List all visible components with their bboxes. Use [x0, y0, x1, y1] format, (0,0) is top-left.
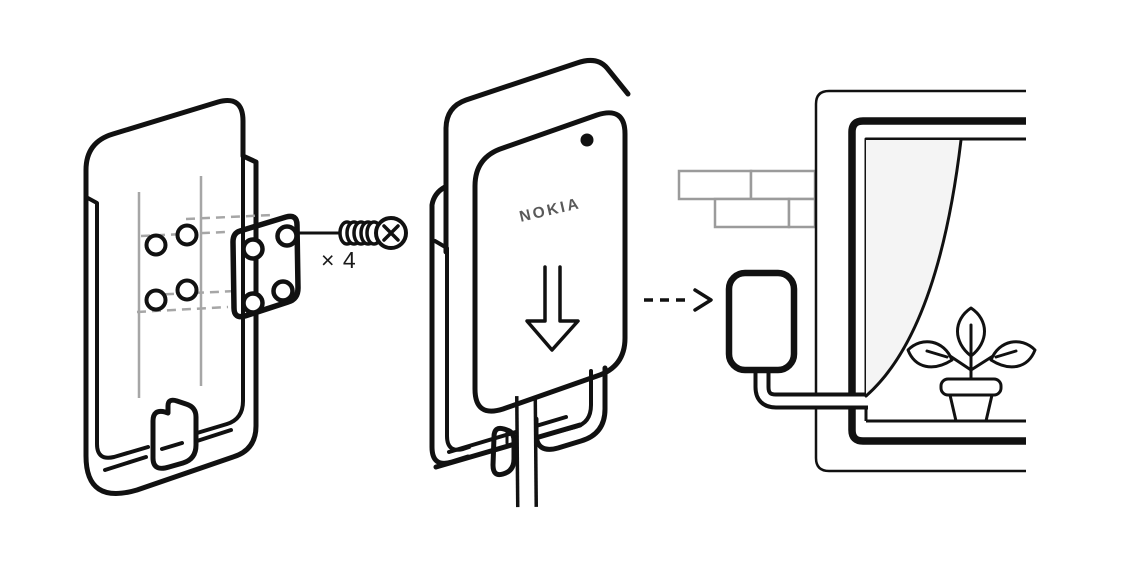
- plant-leaf: [989, 340, 1037, 369]
- nokia-device: [472, 110, 628, 414]
- window-figure: [677, 89, 1037, 473]
- plant-leaf: [956, 306, 986, 358]
- device-figure: NOKIA: [429, 57, 631, 510]
- nokia-logo: NOKIA: [518, 195, 583, 226]
- wall-bracket-figure: × 4: [83, 98, 408, 496]
- plate-hole: [271, 279, 295, 303]
- brick: [677, 169, 753, 201]
- pot-rim: [939, 377, 1003, 397]
- wall-mount-bracket: [83, 98, 259, 496]
- status-led: [580, 133, 594, 147]
- bracket-hook-tab: [490, 425, 517, 478]
- mounting-plate-body: [230, 213, 301, 320]
- plate-hole: [275, 224, 299, 248]
- brick: [749, 169, 817, 201]
- drill-guide-lines: [136, 176, 273, 398]
- hook-slot-line: [160, 441, 184, 451]
- screw-hole: [175, 223, 199, 247]
- bracket-hook-tab: [150, 397, 199, 471]
- slide-down-arrow-icon: [525, 265, 580, 352]
- screw-holes: [144, 223, 199, 312]
- routed-cable: [753, 360, 869, 410]
- potted-plant: [906, 306, 1037, 423]
- brick: [787, 197, 817, 229]
- curtain: [866, 140, 961, 396]
- brick-wall: [677, 169, 817, 229]
- device-shell-fill: [446, 59, 629, 205]
- device-cable: [515, 393, 538, 510]
- brick: [713, 197, 791, 229]
- screw-hole: [144, 233, 168, 257]
- screw-hole: [175, 278, 199, 302]
- plate-hole: [241, 291, 265, 315]
- guide-dashed-line: [136, 305, 229, 314]
- bracket-inner-edge-left: [84, 195, 150, 460]
- dashed-arrow-head: [693, 288, 713, 312]
- leaf-vein: [925, 349, 949, 359]
- bracket-channel-inner: [547, 369, 593, 436]
- screw-figure: [297, 216, 408, 250]
- dashed-arrow-icon: [644, 288, 713, 312]
- curtain-edge: [864, 138, 963, 398]
- window-outer-frame: [814, 89, 1026, 473]
- plate-hole: [241, 237, 265, 261]
- guide-dashed-line: [185, 213, 273, 221]
- bracket-bottom-channel: [103, 428, 233, 472]
- screw-hole: [144, 288, 168, 312]
- screw-count-label: × 4: [321, 247, 357, 273]
- window-inner-frame: [848, 117, 1026, 445]
- phillips-cross-icon: [382, 224, 400, 242]
- bracket-flange-inner: [433, 239, 471, 452]
- pot-body: [948, 393, 994, 423]
- screw-threads: [338, 220, 383, 246]
- mounting-plate: [230, 213, 301, 320]
- leaf-vein: [994, 349, 1018, 359]
- bracket-flange-outer: [429, 184, 471, 466]
- device-shell-edge: [443, 57, 631, 255]
- installed-device: [725, 269, 798, 374]
- plant-leaf: [906, 340, 954, 369]
- bracket-inner-edge-right: [195, 156, 245, 435]
- plant-branch: [948, 354, 995, 372]
